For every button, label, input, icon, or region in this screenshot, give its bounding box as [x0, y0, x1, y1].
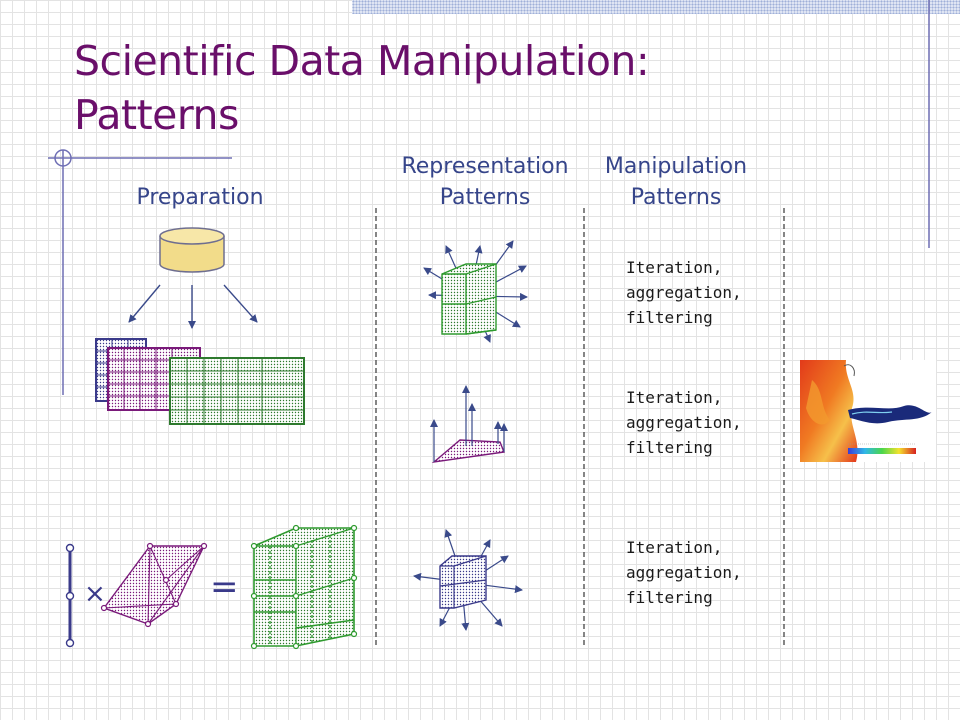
- representation-label-line2: Patterns: [439, 185, 531, 210]
- manip-row3-line1: Iteration,: [626, 538, 723, 557]
- output-visualization-thumbnail: [800, 360, 936, 462]
- top-decorative-band: [352, 0, 960, 14]
- manip-row1-line3: filtering: [626, 308, 713, 327]
- formula-line-segment: [65, 543, 75, 648]
- column-separators: [375, 208, 785, 648]
- manipulation-label-line1: Manipulation: [604, 154, 748, 179]
- manip-row2-line3: filtering: [626, 438, 713, 457]
- purple-surface-pattern: [430, 385, 508, 464]
- equals-symbol: =: [210, 567, 239, 607]
- slide-title-line1: Scientific Data Manipulation:: [74, 37, 650, 85]
- database-icon: [159, 227, 225, 273]
- representation-heading: Representation Patterns: [390, 151, 580, 213]
- representation-label-line1: Representation: [401, 154, 569, 179]
- corner-ornament: [48, 0, 930, 395]
- manipulation-text-row2: Iteration, aggregation, filtering: [626, 385, 776, 460]
- data-tables: [95, 338, 305, 425]
- manip-row1-line1: Iteration,: [626, 258, 723, 277]
- times-symbol: ×: [84, 579, 106, 609]
- green-mesh-pattern: [423, 240, 528, 343]
- manip-row1-line2: aggregation,: [626, 283, 742, 302]
- manipulation-text-row1: Iteration, aggregation, filtering: [626, 255, 776, 330]
- manip-row2-line1: Iteration,: [626, 388, 723, 407]
- hex-grid-result: [250, 524, 358, 650]
- slide-title: Scientific Data Manipulation: Patterns: [74, 34, 650, 142]
- slide-title-line2: Patterns: [74, 91, 239, 139]
- manipulation-text-row3: Iteration, aggregation, filtering: [626, 535, 776, 610]
- triangle-mesh: [100, 542, 208, 628]
- blue-cube-pattern: [413, 529, 523, 631]
- manipulation-heading: Manipulation Patterns: [590, 151, 762, 213]
- manip-row2-line2: aggregation,: [626, 413, 742, 432]
- preparation-label: Preparation: [136, 185, 264, 210]
- manipulation-label-line2: Patterns: [630, 185, 722, 210]
- preparation-heading: Preparation: [110, 182, 290, 213]
- database-arrows: [128, 284, 258, 329]
- manip-row3-line2: aggregation,: [626, 563, 742, 582]
- manip-row3-line3: filtering: [626, 588, 713, 607]
